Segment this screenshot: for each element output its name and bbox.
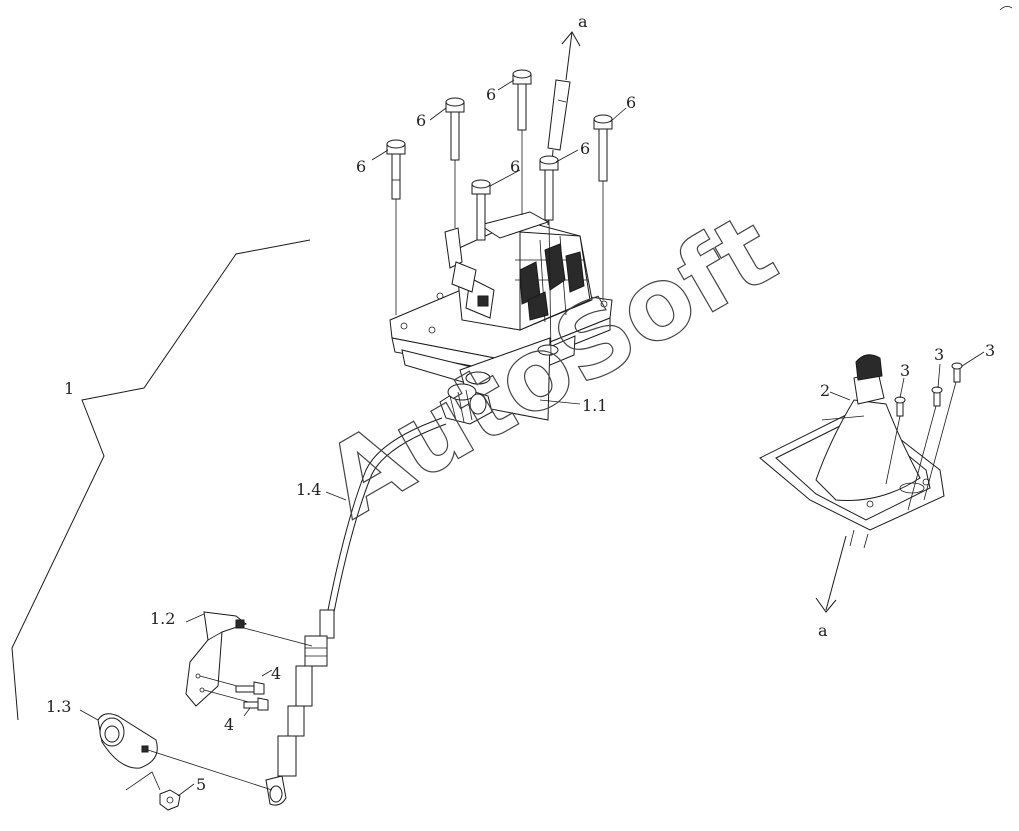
shift-cable	[265, 383, 493, 806]
bolt	[445, 97, 465, 228]
label-a-top: a	[578, 12, 588, 31]
shifter-housing	[389, 211, 613, 421]
label-6-a: 6	[356, 157, 366, 176]
shift-gaiter-trim	[759, 354, 945, 613]
label-6-e: 6	[580, 139, 590, 158]
label-2: 2	[820, 381, 830, 400]
bolt	[471, 179, 491, 241]
label-1-2: 1.2	[150, 609, 175, 628]
label-3-c: 3	[985, 341, 995, 360]
label-5: 5	[196, 775, 206, 794]
label-1: 1	[64, 379, 74, 398]
corner-mark	[999, 6, 1013, 11]
callout-labels: 1 1.1 1.2 1.3 1.4 2 3 3 3 4 4 5 6 6 6 6 …	[46, 12, 995, 794]
assembly-bracket-line	[11, 239, 311, 721]
label-6-c: 6	[486, 85, 496, 104]
leader-lines	[79, 79, 985, 797]
bolt	[386, 139, 406, 315]
label-1-3: 1.3	[46, 697, 71, 716]
bolt	[593, 114, 613, 300]
bolt	[539, 155, 559, 357]
label-1-4: 1.4	[296, 480, 321, 499]
label-6-f: 6	[626, 93, 636, 112]
label-6-b: 6	[416, 111, 426, 130]
nut-5	[159, 789, 181, 811]
label-a-bottom: a	[818, 621, 828, 640]
label-6-d: 6	[510, 157, 520, 176]
label-3-b: 3	[934, 345, 944, 364]
label-4-a: 4	[271, 664, 281, 683]
label-3-a: 3	[900, 361, 910, 380]
bolt	[512, 69, 532, 215]
bolt-group-6	[386, 69, 613, 357]
screw-4-b	[243, 697, 269, 711]
label-1-1: 1.1	[582, 396, 607, 415]
screw-4-a	[235, 681, 265, 695]
cable-bracket	[185, 611, 313, 707]
bushing	[97, 713, 273, 791]
label-4-b: 4	[224, 715, 234, 734]
screw-3-c	[923, 362, 963, 501]
screw-3-b	[907, 386, 943, 511]
